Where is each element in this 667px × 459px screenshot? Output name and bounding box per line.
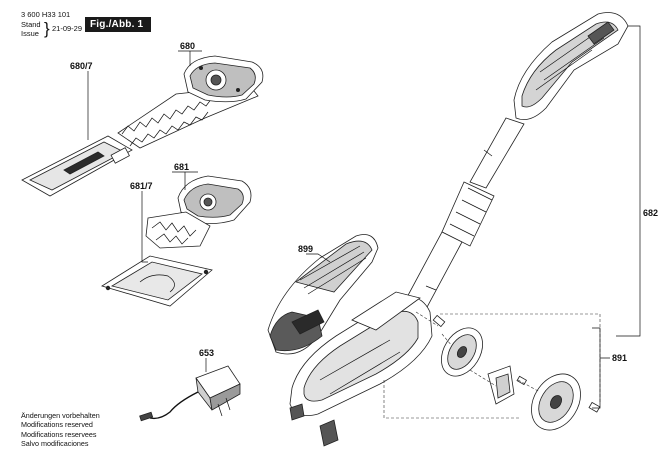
issue-date: 21-09-29: [52, 24, 83, 33]
blade-guard-680-7[interactable]: [21, 135, 133, 197]
telescopic-handle-682[interactable]: [397, 12, 629, 325]
note-en: Modifications reserved: [21, 420, 93, 430]
issue-brace: }: [44, 19, 50, 38]
figure-badge: Fig./Abb. 1: [85, 17, 152, 32]
callout-891: 891: [612, 353, 627, 363]
stand-label: Stand: [21, 20, 41, 29]
shrub-blade-680[interactable]: [117, 55, 264, 149]
callout-653: 653: [199, 348, 214, 358]
callout-680-7: 680/7: [70, 61, 93, 71]
charger-653[interactable]: [139, 365, 241, 422]
leader-lines: [87, 25, 641, 409]
callout-681: 681: [174, 162, 189, 172]
base-chassis[interactable]: [289, 291, 433, 447]
callout-899: 899: [298, 244, 313, 254]
grass-blade-681[interactable]: [145, 175, 252, 249]
callout-682: 682: [643, 208, 658, 218]
issue-label: Issue: [21, 29, 39, 38]
wheel-kit-891[interactable]: [432, 314, 601, 439]
note-fr: Modifications reservees: [21, 429, 97, 439]
protective-plate-681-7[interactable]: [101, 255, 213, 307]
note-es: Salvo modificaciones: [21, 438, 89, 448]
callout-680: 680: [180, 41, 195, 51]
note-de: Änderungen vorbehalten: [21, 411, 100, 420]
doc-number: 3 600 H33 101: [21, 10, 71, 19]
modification-notes: Änderungen vorbehalten Modifications res…: [21, 411, 100, 448]
shear-body-899[interactable]: [267, 234, 379, 355]
callout-681-7: 681/7: [130, 181, 153, 191]
